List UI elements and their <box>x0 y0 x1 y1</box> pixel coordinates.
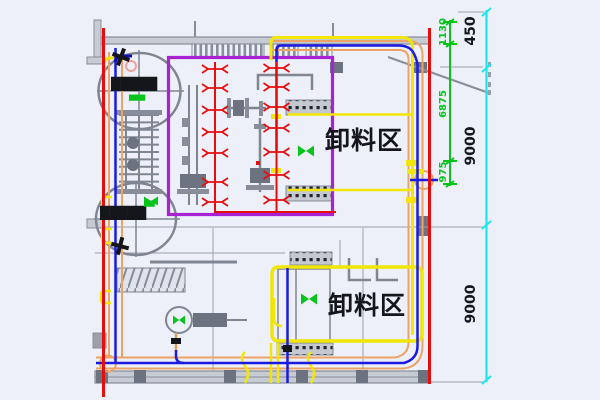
dim-green-975: 975 <box>438 162 449 183</box>
pump-skid <box>116 110 162 194</box>
u-bracket <box>256 73 314 90</box>
tank1-label: █████ <box>110 76 158 91</box>
leader-line <box>387 56 490 94</box>
pump-motor <box>193 313 227 327</box>
wall-column <box>224 370 236 383</box>
tank2-label: █████ <box>99 205 147 220</box>
valve-black <box>171 338 181 344</box>
sprinkler-head-icon <box>275 123 291 133</box>
dimension-cyan <box>481 7 492 385</box>
sprinkler-head-icon <box>262 195 278 205</box>
support-channel <box>177 85 209 205</box>
pipe-manifold <box>224 73 314 192</box>
staircase <box>116 267 186 293</box>
sprinkler-head-icon <box>214 197 229 207</box>
dim-green-6875: 6875 <box>438 90 449 118</box>
sprinkler-head-icon <box>275 147 291 157</box>
sprinkler-head-icon <box>214 64 229 74</box>
wall-column <box>134 370 146 383</box>
dim-cyan-450: 450 <box>463 16 479 45</box>
zone-boundary-purple <box>166 55 335 217</box>
sprinkler-head-icon <box>214 177 229 187</box>
process-equipment <box>94 50 398 352</box>
wall-column <box>418 370 430 383</box>
tank1-sublabel: ▆▆▆ <box>128 93 146 101</box>
valve-black <box>283 345 292 352</box>
tank2-sublabel: ▆▆ <box>143 199 155 207</box>
sprinkler-head-icon <box>214 127 229 137</box>
dim-cyan-9000-upper: 9000 <box>463 126 479 165</box>
wall-column <box>356 370 368 383</box>
valve-bowtie-icons <box>144 145 317 325</box>
sprinkler-head-icon <box>201 64 216 74</box>
sprinkler-head-icon <box>262 82 278 92</box>
fire-protection-red <box>102 28 431 397</box>
dim-cyan-9000-lower: 9000 <box>463 284 479 323</box>
sprinkler-head-icon <box>214 148 229 158</box>
sprinkler-head-icon <box>201 197 216 207</box>
dimension-green <box>443 18 457 188</box>
sprinkler-head-icon <box>201 83 216 93</box>
pump-circle <box>165 306 193 334</box>
sprinkler-head-icon <box>214 83 229 93</box>
dock-bay-frame <box>277 268 331 342</box>
lower-equipment <box>116 258 398 352</box>
sprinkler-head-icon <box>201 127 216 137</box>
dim-green-1130: 1130 <box>438 18 449 46</box>
conveyor-brackets <box>347 258 398 282</box>
flange-circle-icon <box>125 60 137 72</box>
sprinkler-head-icon <box>275 82 291 92</box>
wall-column <box>296 370 308 383</box>
sprinkler-head-icon <box>262 63 278 73</box>
sprinkler-head-icon <box>201 105 216 115</box>
sprinkler-head-icon <box>262 147 278 157</box>
zone-label-unloading-2: 卸料区 <box>328 291 406 320</box>
sprinkler-head-icon <box>275 63 291 73</box>
pipes-blue <box>96 44 438 383</box>
zone-label-unloading-1: 卸料区 <box>325 126 403 155</box>
sprinkler-head-icon <box>201 148 216 158</box>
sprinkler-head-icon <box>214 105 229 115</box>
cross-valve-icons <box>110 47 131 256</box>
yellow-pipe-loop <box>270 265 424 343</box>
